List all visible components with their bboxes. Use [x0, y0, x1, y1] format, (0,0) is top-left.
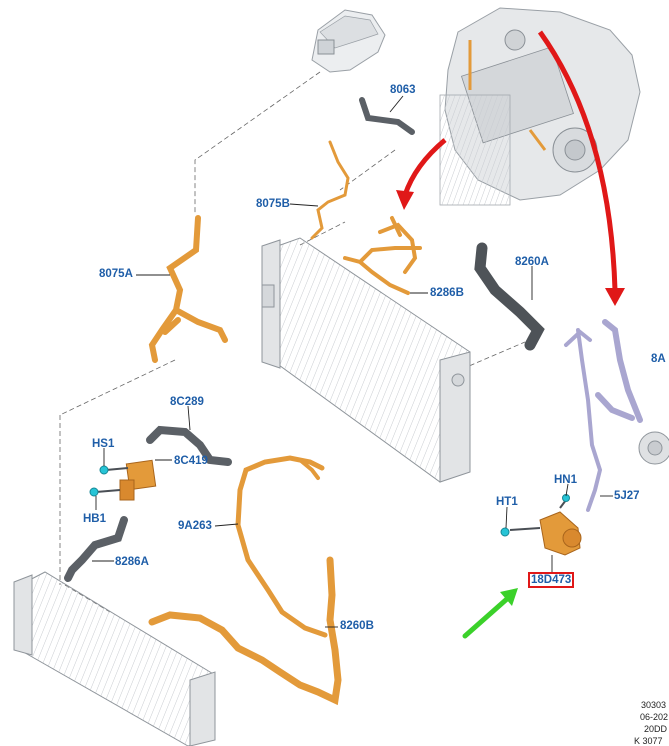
pipes-lilac — [564, 319, 643, 512]
hose-8286B — [343, 216, 422, 295]
callout-8260B[interactable]: 8260B — [340, 620, 374, 632]
red-arrows — [396, 30, 625, 306]
callout-8286B[interactable]: 8286B — [430, 287, 464, 299]
coolant-reservoir — [311, 9, 386, 73]
callout-5J27[interactable]: 5J27 — [614, 490, 640, 502]
hose-8260A — [474, 242, 545, 351]
callout-18D473-highlighted[interactable]: 18D473 — [528, 572, 575, 588]
callout-8C419[interactable]: 8C419 — [174, 455, 208, 467]
green-arrow — [462, 588, 518, 639]
callout-8286A[interactable]: 8286A — [115, 556, 149, 568]
callout-8075B[interactable]: 8075B — [256, 198, 290, 210]
hose-8286A — [64, 516, 128, 582]
lower-radiator — [13, 571, 216, 746]
callout-8C289[interactable]: 8C289 — [170, 396, 204, 408]
callout-HN1[interactable]: HN1 — [554, 474, 578, 486]
valve-8C419 — [119, 459, 157, 501]
hose-8075A — [148, 215, 228, 363]
ref-line-2: 06-202 — [640, 712, 669, 722]
callout-8063[interactable]: 8063 — [390, 84, 416, 96]
callout-HT1[interactable]: HT1 — [496, 496, 518, 508]
hose-9A263-end — [298, 458, 320, 480]
hose-8063 — [359, 97, 415, 135]
callout-HB1[interactable]: HB1 — [83, 513, 107, 525]
callout-9A263[interactable]: 9A263 — [178, 520, 212, 532]
callout-HS1[interactable]: HS1 — [92, 438, 115, 450]
hose-9A263 — [235, 455, 328, 638]
hose-8260B — [148, 556, 342, 706]
hose-8C289 — [146, 425, 232, 466]
hose-8075B — [310, 140, 350, 240]
callout-leaders — [92, 95, 613, 628]
main-radiator — [261, 237, 471, 483]
engine-assembly — [439, 7, 641, 206]
pump-18D473 — [500, 494, 582, 556]
callout-8260A[interactable]: 8260A — [515, 256, 549, 268]
ref-line-3: 20DD — [644, 724, 668, 734]
pump-housing-right — [638, 431, 669, 465]
callout-8A[interactable]: 8A — [651, 353, 666, 365]
callout-8075A[interactable]: 8075A — [99, 268, 133, 280]
ref-line-4: K 3077 — [634, 736, 663, 746]
fittings-hs1-hb1 — [89, 465, 129, 497]
ref-line-1: 30303 — [641, 700, 667, 710]
